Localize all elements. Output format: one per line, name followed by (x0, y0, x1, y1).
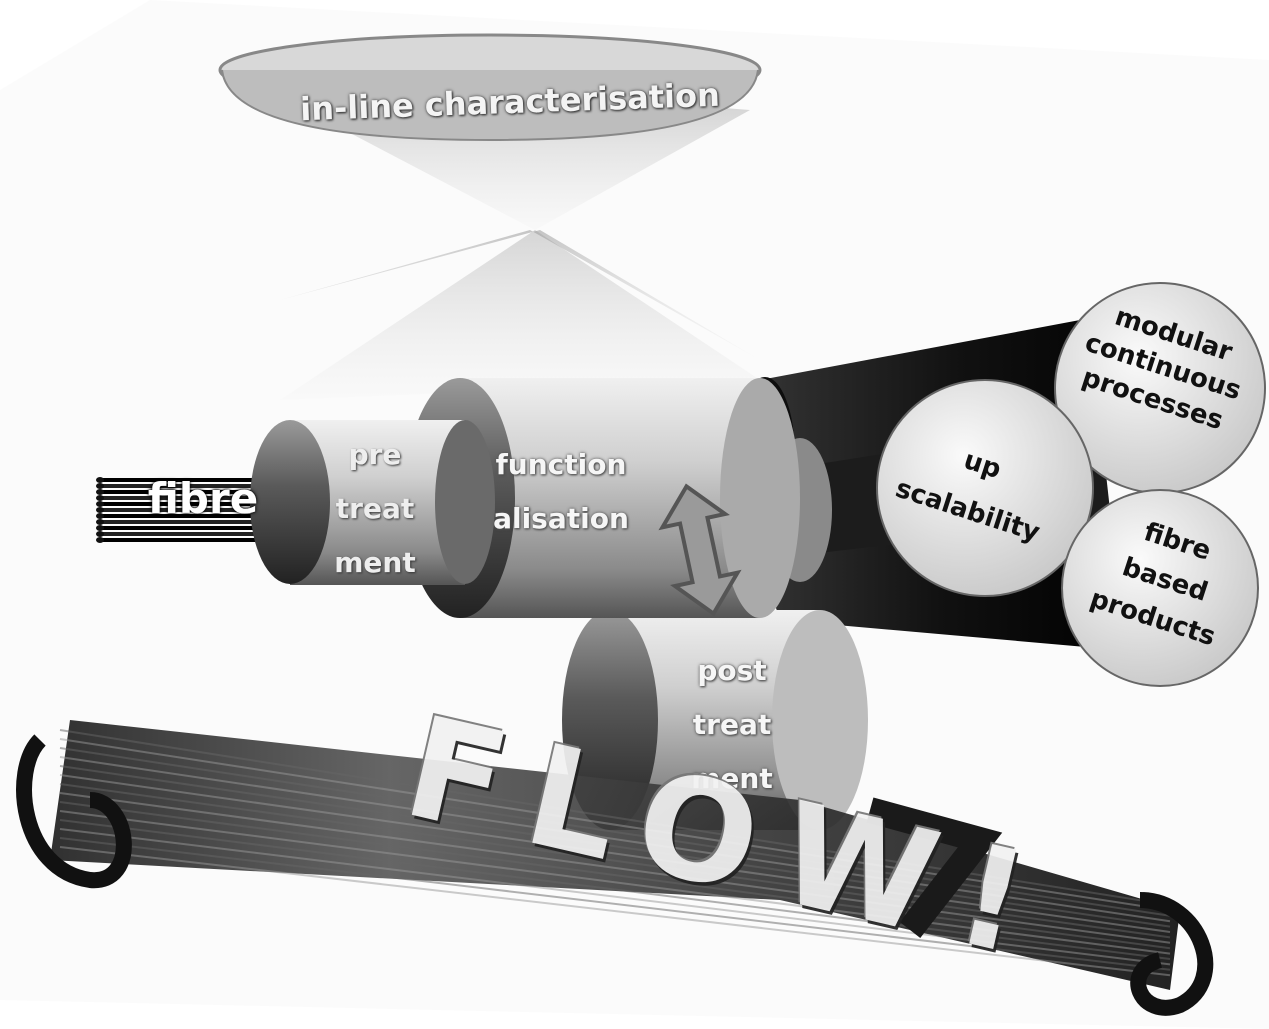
pretreatment-line-2: treat (320, 482, 430, 536)
functionalisation-line-1: function (486, 438, 636, 492)
posttreatment-line-1: post (670, 644, 794, 698)
functionalisation-line-2: alisation (486, 492, 636, 546)
fibre-strand-end (96, 507, 104, 513)
posttreatment-line-2: treat (670, 698, 794, 752)
fibre-strand-end (96, 495, 104, 501)
fibre-label: fibre (138, 478, 268, 520)
pretreatment-line-1: pre (320, 428, 430, 482)
fibre-strand-end (96, 531, 104, 537)
pretreatment-label: pre treat ment (320, 428, 430, 590)
pretreatment-line-3: ment (320, 536, 430, 590)
fibre-strand-end (96, 489, 104, 495)
fibre-strand-end (96, 519, 104, 525)
functionalisation-label: function alisation (486, 438, 636, 546)
fibre-strand-end (96, 537, 104, 543)
fibre-strand-end (96, 477, 104, 483)
fibre-strand-end (96, 483, 104, 489)
fibre-strand-end (96, 513, 104, 519)
fibre-strand-end (96, 501, 104, 507)
fibre-strand-end (96, 525, 104, 531)
